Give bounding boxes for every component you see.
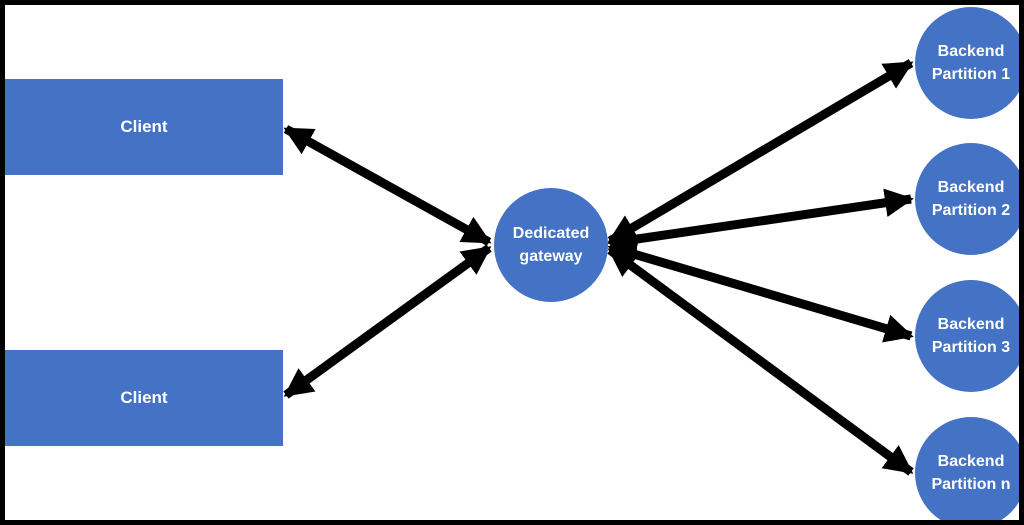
backend-3-label-line1: Backend	[937, 316, 1005, 333]
backend-1-label-line2: Partition 1	[931, 66, 1011, 83]
backend-1-label-line1: Backend	[937, 43, 1005, 60]
backend-partition-2-node: Backend Partition 2	[915, 143, 1019, 255]
gateway-label-line1: Dedicated	[512, 225, 590, 242]
dedicated-gateway-node: Dedicated gateway	[494, 188, 608, 302]
backend-n-label-line1: Backend	[937, 453, 1005, 470]
arrow-gateway-backend1	[607, 59, 914, 245]
gateway-label-line2: gateway	[519, 248, 583, 265]
arrow-client2-gateway	[283, 244, 492, 399]
client-box-bottom: Client	[5, 350, 283, 446]
arrow-gateway-backend2	[607, 188, 914, 254]
arrow-gateway-backendn	[607, 246, 914, 476]
client-box-top: Client	[5, 79, 283, 175]
backend-partition-1-node: Backend Partition 1	[915, 7, 1019, 119]
arrow-gateway-backend3	[607, 240, 914, 343]
backend-3-label-line2: Partition 3	[931, 339, 1011, 356]
backend-n-label-line2: Partition n	[931, 476, 1011, 493]
backend-partition-n-node: Backend Partition n	[915, 417, 1019, 520]
arrows-layer	[283, 59, 914, 476]
backend-2-label-line2: Partition 2	[931, 202, 1011, 219]
arrow-client1-gateway	[283, 125, 492, 246]
client-label-top: Client	[120, 117, 168, 136]
client-label-bottom: Client	[120, 388, 168, 407]
backend-2-label-line1: Backend	[937, 179, 1005, 196]
backend-partition-3-node: Backend Partition 3	[915, 280, 1019, 392]
